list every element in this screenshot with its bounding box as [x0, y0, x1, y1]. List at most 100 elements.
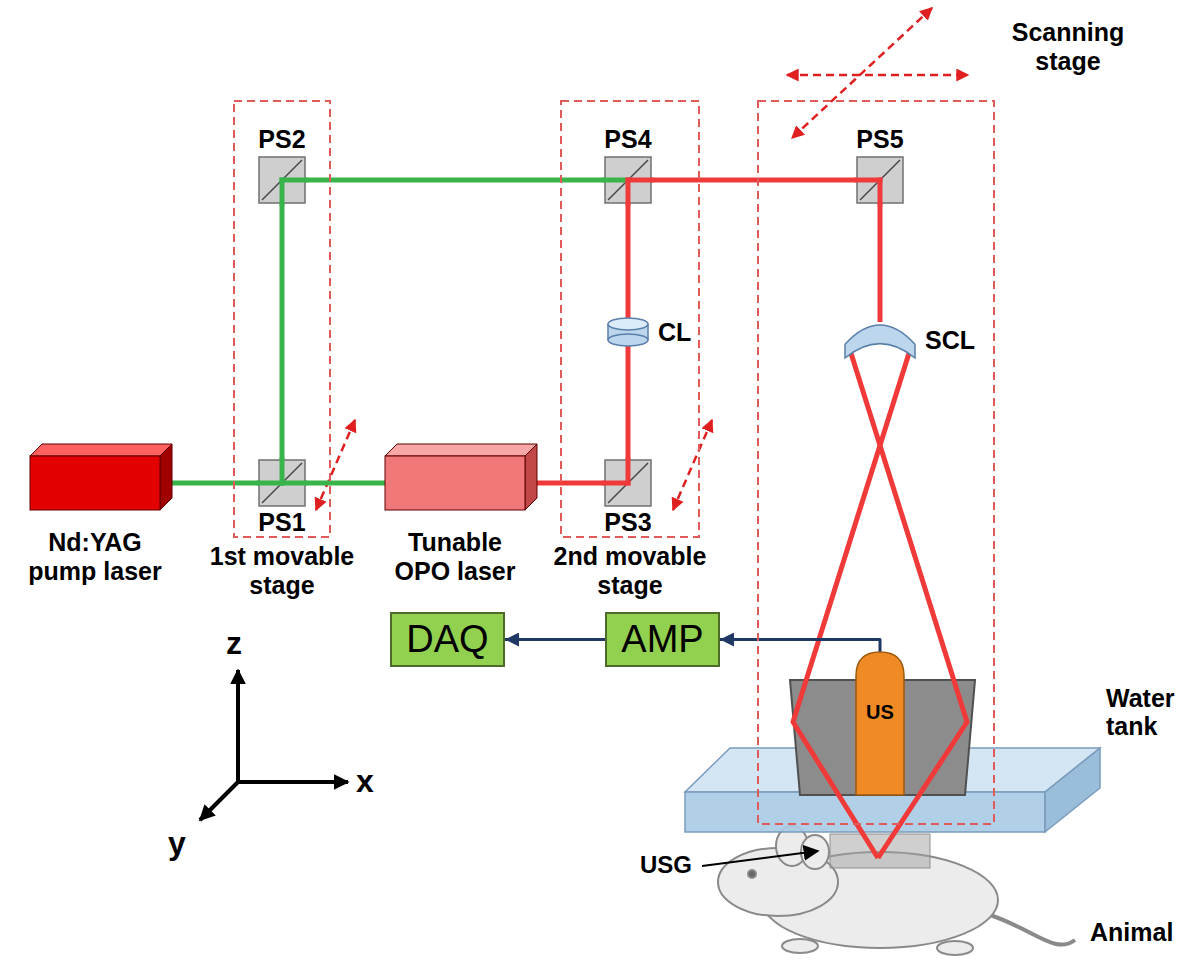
x-axis	[236, 780, 348, 784]
axes	[200, 670, 348, 820]
cube-body	[259, 157, 305, 203]
signal-wire	[505, 638, 605, 641]
probe-beam	[626, 203, 631, 318]
laser-cone	[793, 350, 967, 858]
cube-body	[259, 460, 305, 506]
beam-splitter: PS4	[605, 157, 651, 203]
beam-segment	[878, 180, 883, 203]
beam-segment	[282, 178, 305, 183]
daq-box: DAQ	[390, 612, 505, 667]
motion-arrow	[673, 420, 712, 510]
beam-splitter: PS1	[259, 460, 305, 506]
cube-body	[857, 157, 903, 203]
signal-wire	[720, 640, 880, 653]
part-label: PS2	[258, 125, 305, 154]
cube-outline	[605, 157, 651, 203]
beam-segment	[626, 180, 631, 203]
part-label: Water tank	[1106, 684, 1190, 740]
beam-splitter: PS3	[605, 460, 651, 506]
part-label: Animal	[1090, 918, 1173, 946]
stage-outline	[234, 101, 330, 537]
tank-front	[685, 792, 1045, 832]
box-outline	[391, 613, 504, 666]
connectors	[160, 180, 880, 652]
beam-segment	[626, 460, 631, 483]
beam-segment	[280, 180, 285, 203]
pump-laser: Nd:YAG pump laser	[30, 456, 160, 510]
lens-bottom	[608, 334, 648, 346]
laser-label: Nd:YAG pump laser	[15, 528, 175, 586]
part-label: SCL	[925, 326, 975, 355]
axis-label: y	[168, 826, 186, 862]
laser-label: Tunable OPO laser	[390, 528, 520, 586]
y-axis	[200, 782, 238, 820]
stage-outline	[758, 101, 994, 824]
beam-segment	[857, 178, 880, 183]
lens-body	[845, 325, 915, 358]
us-outline	[856, 652, 904, 795]
beam-segment	[628, 178, 651, 183]
laser-side	[160, 444, 172, 510]
beam-segment	[259, 481, 282, 486]
pump-beam	[305, 481, 385, 486]
box-outline	[606, 613, 719, 666]
probe-beam	[878, 203, 883, 322]
cube-body	[605, 460, 651, 506]
conical-lens: SCL	[845, 322, 915, 358]
stage-label: 2nd movable stage	[530, 542, 730, 600]
pump-beam	[160, 481, 259, 486]
amplifier-box: AMP	[605, 612, 720, 667]
laser-ray	[793, 350, 910, 858]
cyl-outline	[608, 318, 648, 346]
cube-body	[605, 157, 651, 203]
laser-side	[525, 444, 537, 510]
mouse-illustration	[718, 826, 1075, 955]
beam-segment	[282, 481, 305, 486]
pump-beam	[280, 203, 285, 460]
box-label: DAQ	[406, 618, 488, 662]
laser-top	[385, 444, 537, 456]
part-label: PS1	[258, 508, 305, 537]
laser-front	[30, 456, 160, 510]
cylindrical-lens: CL	[608, 318, 648, 346]
lens-top	[608, 318, 648, 330]
part-label: USG	[640, 852, 692, 879]
tank-side	[1045, 748, 1100, 832]
axis-label: x	[356, 764, 374, 800]
beam-splitter: PS2	[259, 157, 305, 203]
laser-ray	[850, 350, 967, 858]
laser-outline	[30, 456, 160, 510]
opo-laser: Tunable OPO laser	[385, 456, 525, 510]
lens-outline	[845, 322, 915, 358]
axis-label: z	[226, 626, 242, 662]
movable-stage: PS2PS11st movable stage	[233, 100, 331, 538]
stage-label: 1st movable stage	[182, 542, 382, 600]
probe-beam	[626, 346, 631, 460]
stage-label: Scanning stage	[1003, 18, 1133, 76]
laser-top	[30, 444, 172, 456]
stage-outline	[561, 101, 699, 537]
cube-outline	[259, 460, 305, 506]
part-label: PS4	[604, 125, 651, 154]
part-label: PS3	[604, 508, 651, 537]
mouse-foot	[937, 941, 973, 955]
cube-outline	[857, 157, 903, 203]
motion-arrows	[316, 8, 968, 510]
mouse-eye	[748, 870, 756, 878]
beam-segment	[280, 460, 285, 483]
part-label: US	[866, 701, 894, 724]
part-label: CL	[658, 318, 691, 347]
leader-line	[702, 851, 818, 866]
movable-stage: PS4CLPS32nd movable stage	[560, 100, 700, 538]
transducer-body	[856, 652, 904, 795]
scanning-stage: PS5SCLUSScanning stage	[757, 100, 995, 825]
laser-outline	[385, 456, 525, 510]
probe-beam	[651, 178, 857, 183]
cube-outline	[605, 460, 651, 506]
beam-segment	[605, 178, 628, 183]
z-axis	[236, 670, 240, 782]
motion-arrow	[316, 420, 355, 510]
motion-arrow	[787, 74, 968, 77]
part-label: PS5	[856, 125, 903, 154]
beam-segment	[605, 481, 628, 486]
